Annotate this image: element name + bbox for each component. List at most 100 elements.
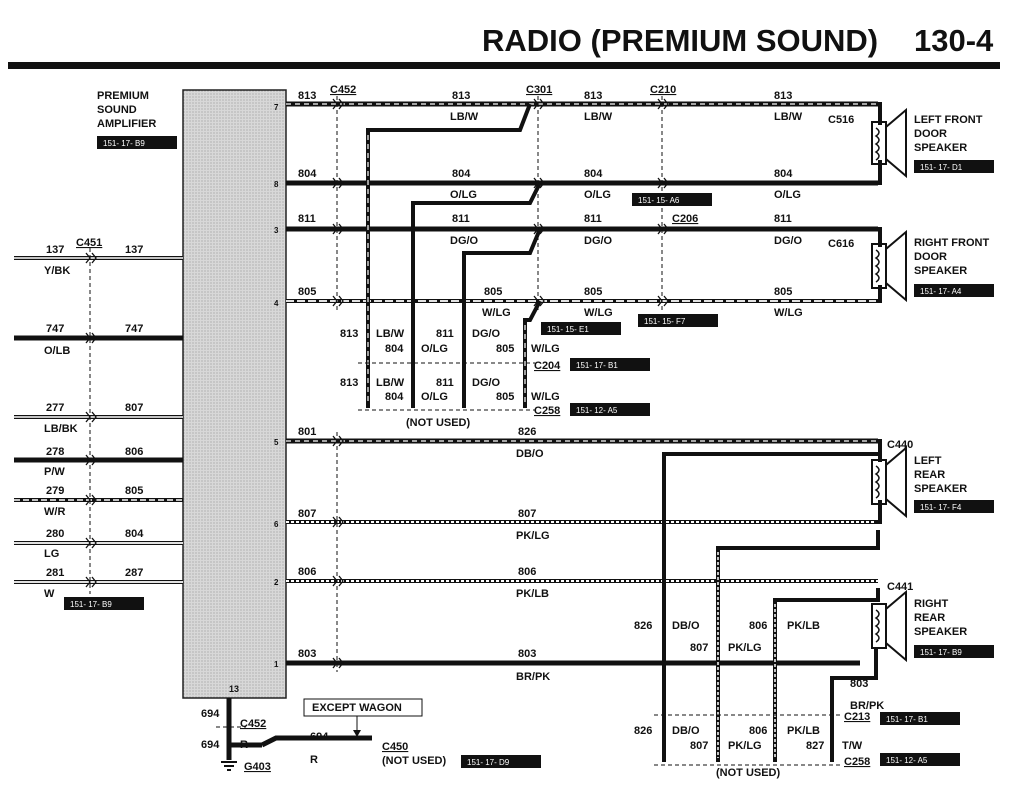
rear-806-col: PK/LB [516, 588, 549, 600]
c206-ref-box [638, 314, 718, 327]
rf-label-3: SPEAKER [914, 265, 967, 277]
in-281-col: W [44, 588, 55, 600]
col-804-c: O/LG [584, 189, 611, 201]
in-279-col: W/R [44, 506, 65, 518]
rt-806: 806 [749, 620, 767, 632]
left-ref-box [64, 597, 144, 610]
in-278-out: 806 [125, 446, 143, 458]
lbl-804-b: 804 [452, 168, 471, 180]
col-813-d: LB/W [774, 111, 803, 123]
c452-bot-label: C452 [240, 718, 266, 730]
rear-801: 801 [298, 426, 316, 438]
in-278-col: P/W [44, 466, 65, 478]
c258a-label: C258 [534, 405, 560, 417]
c258b-ref: 151- 12- A5 [886, 756, 928, 765]
left-front-speaker-icon [871, 107, 907, 179]
lr-ref-box [914, 500, 994, 513]
amp-label-3: AMPLIFIER [97, 118, 156, 130]
in-280-out: 804 [125, 528, 144, 540]
tap2-wlg: W/LG [531, 391, 560, 403]
rr-ref-box [914, 645, 994, 658]
lbl-805-d: 805 [774, 286, 792, 298]
tap1-lbw: LB/W [376, 328, 405, 340]
rt2-806: 806 [749, 725, 767, 737]
lr-label-3: SPEAKER [914, 483, 967, 495]
amp-ref-box [97, 136, 177, 149]
c441-label: C441 [887, 581, 913, 593]
rear-826-col: DB/O [516, 448, 544, 460]
pin-6: 6 [274, 520, 279, 529]
gnd-694-b: 694 [201, 739, 220, 751]
gnd-r: R [240, 739, 248, 751]
g403-label: G403 [244, 761, 271, 773]
tap1-wlg: W/LG [531, 343, 560, 355]
in-277-out: 807 [125, 402, 143, 414]
c516-label: C516 [828, 114, 854, 126]
rr-label-2: REAR [914, 612, 945, 624]
lbl-813-c: 813 [584, 90, 602, 102]
lbl-804-c: 804 [584, 168, 603, 180]
in-277: 277 [46, 402, 64, 414]
rr-feed-col: BR/PK [850, 700, 884, 712]
in-137: 137 [46, 244, 64, 256]
right-rear-speaker-icon [871, 589, 907, 663]
pin-1: 1 [274, 660, 279, 669]
lr-label-1: LEFT [914, 455, 942, 467]
rear-803-col: BR/PK [516, 671, 550, 683]
rear-803-l: 803 [298, 648, 316, 660]
in-747-out: 747 [125, 323, 143, 335]
rt2-806-col: PK/LB [787, 725, 820, 737]
in-281: 281 [46, 567, 64, 579]
rr-ref: 151- 17- B9 [920, 648, 962, 657]
page-number: 130-4 [914, 23, 994, 58]
rear-wires [286, 438, 878, 666]
c210-ref: 151- 15- A6 [638, 196, 680, 205]
c204-label: C204 [534, 360, 561, 372]
c210-label: C210 [650, 84, 676, 96]
rr-feed-803: 803 [850, 678, 868, 690]
c301-label: C301 [526, 84, 552, 96]
amp-pin-13: 13 [229, 684, 239, 694]
lf-label-1: LEFT FRONT [914, 114, 983, 126]
c210-ref-box [632, 193, 712, 206]
c213-ref-box [880, 712, 960, 725]
c204-ref-box [570, 358, 650, 371]
rt-807-col: PK/LG [728, 642, 762, 654]
tap2-olg: O/LG [421, 391, 448, 403]
rr-label-1: RIGHT [914, 598, 949, 610]
rear-807: 807 [518, 508, 536, 520]
gnd-694-c: 694 [310, 731, 329, 743]
col-813-c: LB/W [584, 111, 613, 123]
except-wagon: EXCEPT WAGON [312, 702, 402, 714]
tap2-811: 811 [436, 377, 454, 389]
rt2-827-col: T/W [842, 740, 863, 752]
rt2-826: 826 [634, 725, 652, 737]
in-747-col: O/LB [44, 345, 70, 357]
lf-label-2: DOOR [914, 128, 947, 140]
gnd-694-a: 694 [201, 708, 220, 720]
lbl-805-b: 805 [484, 286, 502, 298]
lbl-804-d: 804 [774, 168, 793, 180]
lr-ref: 151- 17- F4 [920, 503, 962, 512]
tap1-804: 804 [385, 343, 404, 355]
in-281-out: 287 [125, 567, 143, 579]
tap1-olg: O/LG [421, 343, 448, 355]
tap2-lbw: LB/W [376, 377, 405, 389]
lf-label-3: SPEAKER [914, 142, 967, 154]
rt-807: 807 [690, 642, 708, 654]
amp-label-1: PREMIUM [97, 90, 149, 102]
front-speaker-leads [876, 102, 882, 303]
in-277-col: LB/BK [44, 423, 78, 435]
pin-8: 8 [274, 180, 279, 189]
c206-label: C206 [672, 213, 698, 225]
rear-807-col: PK/LG [516, 530, 550, 542]
rear-806: 806 [518, 566, 536, 578]
c450-label: C450 [382, 741, 408, 753]
lf-ref: 151- 17- D1 [920, 163, 963, 172]
front-tap-wires [366, 103, 542, 408]
lbl-811-a: 811 [298, 213, 316, 225]
c206-ref: 151- 15- F7 [644, 317, 686, 326]
tap1-dgo: DG/O [472, 328, 501, 340]
c440-label: C440 [887, 439, 913, 451]
tap2-805: 805 [496, 391, 514, 403]
